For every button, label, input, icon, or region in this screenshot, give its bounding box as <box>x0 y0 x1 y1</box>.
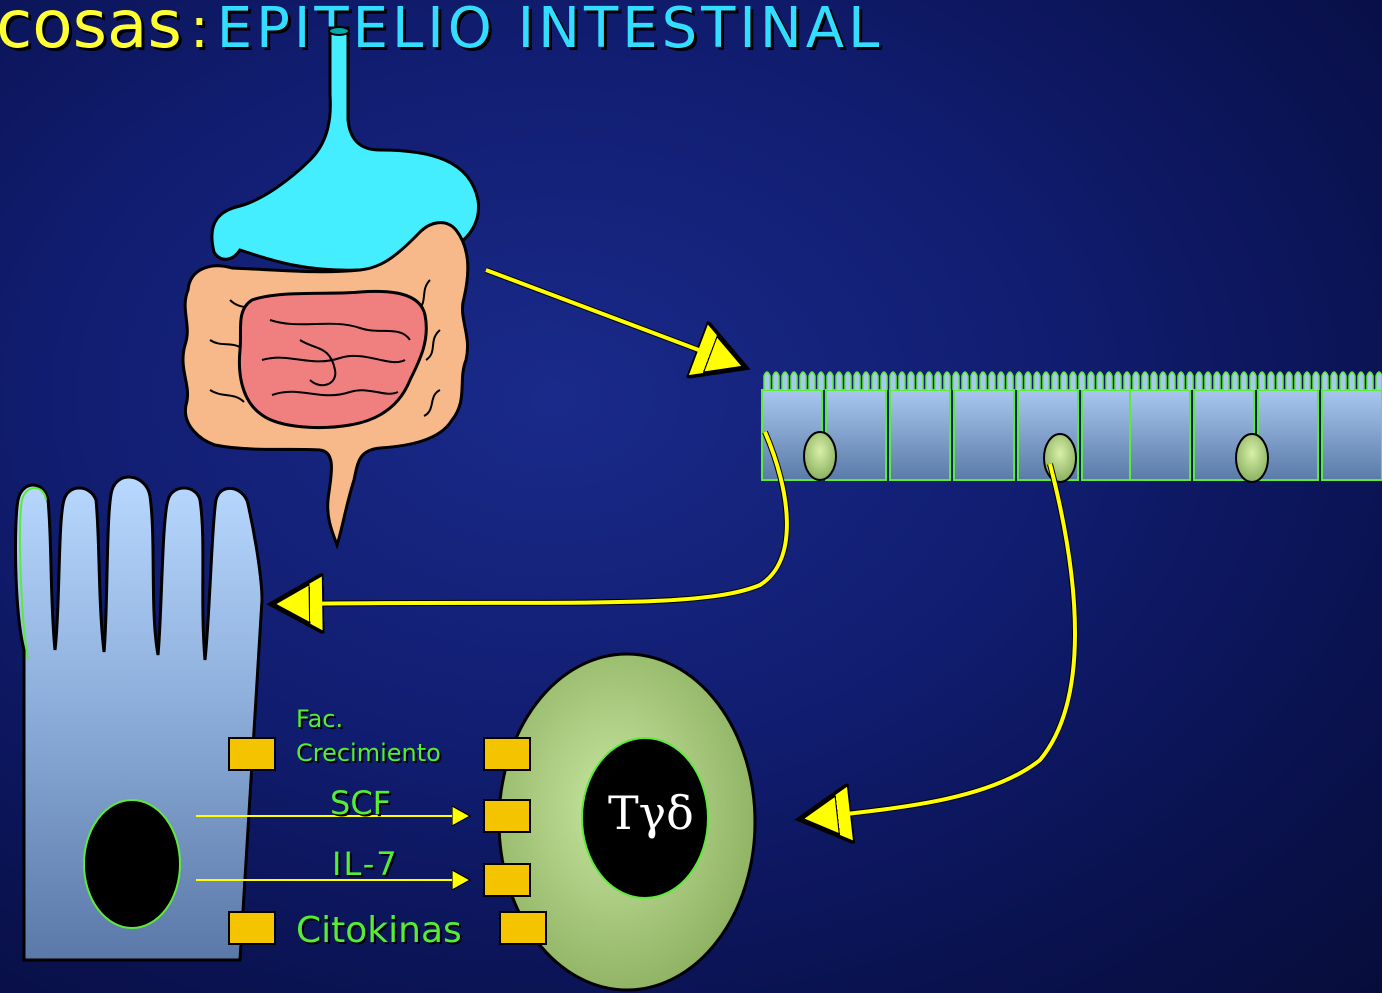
epithelium-strip <box>762 372 1382 482</box>
microvillus <box>1367 372 1373 390</box>
label-scf: SCF <box>330 784 391 822</box>
ligand-box-fac <box>229 738 275 770</box>
ligand-box-citokinas <box>229 912 275 944</box>
microvillus <box>1286 372 1292 390</box>
microvillus <box>971 372 977 390</box>
microvillus <box>1340 372 1346 390</box>
microvillus <box>818 372 824 390</box>
microvillus <box>1052 372 1058 390</box>
epithelial-cell-nucleus <box>84 800 180 928</box>
microvillus <box>809 372 815 390</box>
microvillus <box>962 372 968 390</box>
receptor-box-il7 <box>484 864 530 896</box>
epithelium-cell <box>1322 390 1382 480</box>
microvillus <box>1331 372 1337 390</box>
microvillus <box>1322 372 1328 390</box>
microvillus <box>953 372 959 390</box>
microvillus <box>836 372 842 390</box>
intraepithelial-lymphocyte <box>1044 434 1076 482</box>
microvillus <box>1124 372 1130 390</box>
microvillus <box>791 372 797 390</box>
microvillus <box>827 372 833 390</box>
microvillus <box>854 372 860 390</box>
receptor-box-citokinas <box>500 912 546 944</box>
label-t-gamma-delta: Tγδ <box>608 786 694 840</box>
microvillus <box>1277 372 1283 390</box>
microvillus <box>980 372 986 390</box>
microvillus <box>800 372 806 390</box>
microvillus <box>1268 372 1274 390</box>
microvillus <box>1160 372 1166 390</box>
microvillus <box>1232 372 1238 390</box>
label-fac-line1: Fac. <box>296 702 441 736</box>
microvillus <box>1304 372 1310 390</box>
epithelium-cell <box>1130 390 1190 480</box>
microvillus <box>1097 372 1103 390</box>
microvillus <box>1142 372 1148 390</box>
intraepithelial-lymphocyte <box>1236 434 1268 482</box>
microvillus <box>1223 372 1229 390</box>
microvillus <box>1313 372 1319 390</box>
microvillus <box>782 372 788 390</box>
microvillus <box>1250 372 1256 390</box>
microvillus <box>1241 372 1247 390</box>
microvillus <box>1070 372 1076 390</box>
microvillus <box>863 372 869 390</box>
epithelium-cell <box>890 390 950 480</box>
microvillus <box>890 372 896 390</box>
microvillus <box>998 372 1004 390</box>
microvillus <box>1088 372 1094 390</box>
microvillus <box>881 372 887 390</box>
digestive-tract-illustration <box>183 27 479 545</box>
microvillus <box>935 372 941 390</box>
microvillus <box>899 372 905 390</box>
microvillus <box>764 372 770 390</box>
microvillus <box>1016 372 1022 390</box>
microvillus <box>1214 372 1220 390</box>
microvillus <box>989 372 995 390</box>
microvillus <box>908 372 914 390</box>
microvillus <box>1133 372 1139 390</box>
microvillus <box>926 372 932 390</box>
microvillus <box>1358 372 1364 390</box>
microvillus <box>1034 372 1040 390</box>
microvillus <box>1043 372 1049 390</box>
microvillus <box>1259 372 1265 390</box>
microvillus <box>1151 372 1157 390</box>
microvillus <box>872 372 878 390</box>
microvillus <box>1169 372 1175 390</box>
label-citokinas: Citokinas <box>296 910 462 951</box>
receptor-box-scf <box>484 800 530 832</box>
microvillus <box>1187 372 1193 390</box>
microvillus <box>1349 372 1355 390</box>
epithelium-cell <box>954 390 1014 480</box>
microvillus <box>1007 372 1013 390</box>
microvillus <box>773 372 779 390</box>
microvillus <box>845 372 851 390</box>
receptor-box-fac <box>484 738 530 770</box>
microvillus <box>1205 372 1211 390</box>
epithelial-cell <box>16 477 262 960</box>
microvillus <box>1295 372 1301 390</box>
label-fac-crecimiento: Fac. Crecimiento <box>296 702 441 770</box>
intraepithelial-lymphocyte <box>804 432 836 480</box>
microvillus <box>1079 372 1085 390</box>
microvillus <box>917 372 923 390</box>
microvillus <box>1115 372 1121 390</box>
label-il7: IL-7 <box>332 845 399 883</box>
label-fac-line2: Crecimiento <box>296 736 441 770</box>
microvillus <box>1025 372 1031 390</box>
microvillus <box>1061 372 1067 390</box>
microvillus <box>1376 372 1382 390</box>
microvillus <box>944 372 950 390</box>
microvillus <box>1106 372 1112 390</box>
microvillus <box>1196 372 1202 390</box>
microvillus <box>1178 372 1184 390</box>
